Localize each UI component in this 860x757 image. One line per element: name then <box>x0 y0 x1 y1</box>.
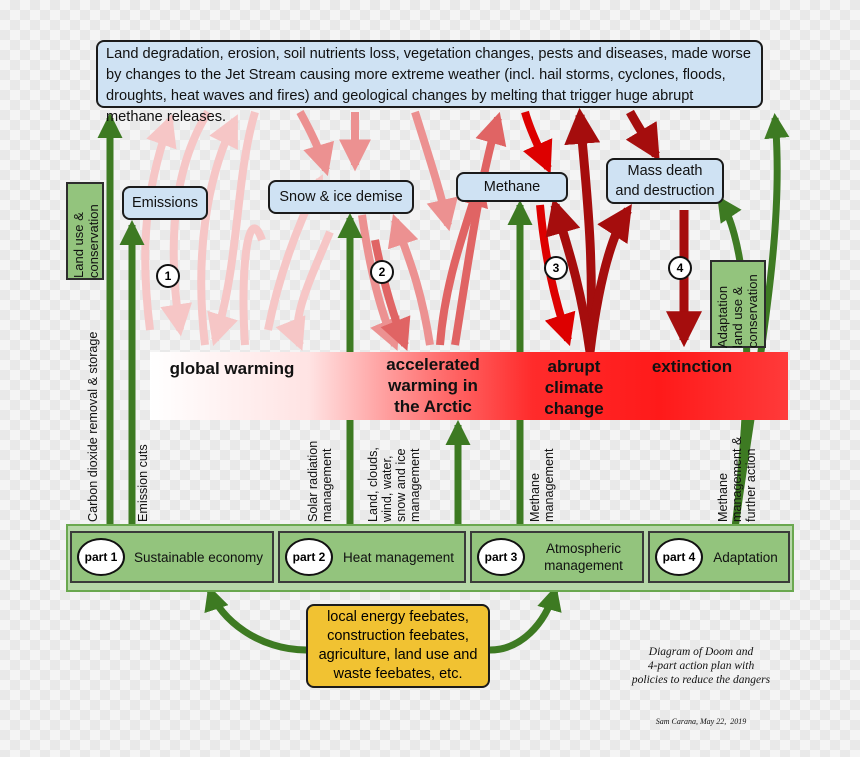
step-number-3: 3 <box>544 256 568 280</box>
abrupt-climate-change-label: abrupt climate change <box>544 357 604 418</box>
extinction-label: extinction <box>651 357 733 376</box>
emissions-box: Emissions <box>122 186 208 220</box>
adaptation-land-use-box: Adaptation land use & conservation <box>710 260 766 348</box>
impacts-box: Land degradation, erosion, soil nutrient… <box>96 40 763 125</box>
global-warming-label: global warming <box>169 359 295 378</box>
part-4-label: Adaptation <box>713 549 778 565</box>
part-1-label: Sustainable economy <box>133 549 264 565</box>
diagram-caption: Diagram of Doom and 4-part action plan w… <box>606 617 796 757</box>
diagram-canvas: Land degradation, erosion, soil nutrient… <box>66 40 794 726</box>
adaptation-land-use-text: Adaptation land use & conservation <box>715 274 760 348</box>
carbon-removal-label: Carbon dioxide removal & storage <box>86 331 100 522</box>
part-3-box: part 3 Atmospheric management <box>470 531 644 583</box>
arrows-arctic <box>296 110 458 351</box>
caption-title: Diagram of Doom and 4-part action plan w… <box>631 646 771 686</box>
part-2-pill: part 2 <box>285 538 333 576</box>
arrows-extinction <box>545 107 702 353</box>
part-4-box: part 4 Adaptation <box>648 531 790 583</box>
step-number-4: 4 <box>668 256 692 280</box>
part-2-box: part 2 Heat management <box>278 531 466 583</box>
step-number-2: 2 <box>370 260 394 284</box>
land-use-text: Land use & conservation <box>71 204 101 278</box>
methane-further-action-label: Methane management & further action <box>716 436 758 522</box>
part-2-label: Heat management <box>342 549 455 565</box>
feebates-box: local energy feebates, construction feeb… <box>306 604 490 688</box>
part-3-label: Atmospheric management <box>544 541 623 573</box>
snow-ice-demise-box: Snow & ice demise <box>268 180 414 214</box>
methane-box: Methane <box>456 172 568 202</box>
arctic-warming-label: accelerated warming in the Arctic <box>386 355 480 416</box>
methane-management-label: Methane management <box>528 448 556 522</box>
part-3-pill: part 3 <box>477 538 525 576</box>
caption-credit: Sam Carana, May 22, 2019 <box>655 717 747 726</box>
warming-band <box>150 352 788 420</box>
solar-radiation-label: Solar radiation management <box>306 440 334 522</box>
part-1-pill: part 1 <box>77 538 125 576</box>
mass-death-box: Mass death and destruction <box>606 158 724 204</box>
emission-cuts-label: Emission cuts <box>136 444 150 522</box>
part-1-box: part 1 Sustainable economy <box>70 531 274 583</box>
arrows-salmon <box>371 111 507 351</box>
part-4-pill: part 4 <box>655 538 703 576</box>
arrows-global-warming <box>141 109 334 351</box>
step-number-1: 1 <box>156 264 180 288</box>
land-clouds-label: Land, clouds, wind, water, snow and ice … <box>366 447 422 522</box>
land-use-box: Land use & conservation <box>66 182 104 280</box>
